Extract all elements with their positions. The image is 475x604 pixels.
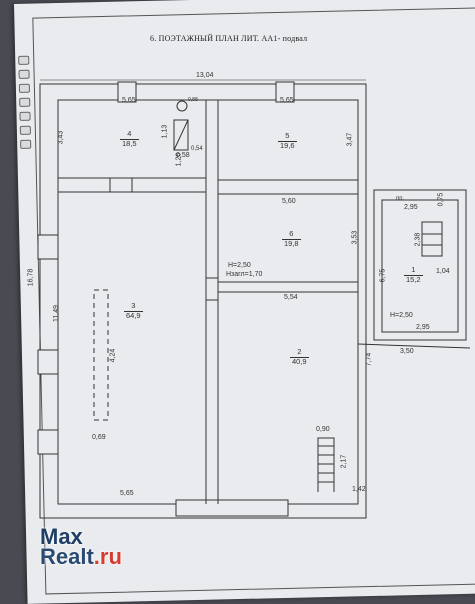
window (275, 81, 295, 103)
stair-line (173, 119, 189, 151)
watermark-realt: Realt (40, 544, 94, 569)
window (37, 234, 59, 260)
dimension-label: 3,50 (400, 348, 414, 355)
room-area: 64,9 (126, 310, 141, 320)
room-number: 3 (124, 301, 143, 312)
dimension-label: 2,38 (414, 232, 422, 247)
dimension-label: 1,42 (352, 486, 366, 493)
dimension-label: 1,26 (175, 152, 183, 167)
dimension-label: 6,75 (379, 268, 387, 283)
window (37, 429, 59, 455)
room-area: 19,8 (284, 238, 299, 248)
dimension-label: 0,90 (316, 426, 330, 433)
window (117, 81, 137, 103)
outer-wall (39, 83, 367, 519)
height-label: H=2,50 (390, 312, 413, 319)
dimension-label: 2,17 (340, 454, 348, 469)
room-label: 2 40,9 (290, 347, 309, 366)
dimension-label: 5,65 (280, 97, 294, 104)
dimension-label: 16,78 (27, 268, 35, 287)
dimension-label: 4,24 (109, 348, 117, 363)
dimension-label: пп. (396, 196, 405, 202)
dimension-label: 5,54 (284, 294, 298, 301)
room-label: 6 19,8 (282, 229, 301, 248)
room-number: 2 (290, 347, 309, 358)
dimension-label: 2,95 (404, 204, 418, 211)
steps (317, 437, 335, 492)
dimension-label: 7,74 (365, 352, 373, 367)
window (37, 349, 59, 375)
room-area: 15,2 (406, 274, 421, 284)
dimension-label: 0,75 (437, 192, 445, 207)
dimension-label: 5,65 (120, 490, 134, 497)
dimension-label: 3,43 (57, 130, 65, 145)
dimension-label: 13,04 (196, 72, 214, 79)
room-label: 1 15,2 (404, 265, 423, 284)
room-area: 40,9 (292, 356, 307, 366)
dashed-column (93, 289, 109, 421)
dimension-label: 11,49 (53, 305, 60, 322)
room-number: 6 (282, 229, 301, 240)
dimension-label: 0,88 (188, 97, 198, 103)
dimension-line (357, 343, 471, 349)
room-number: 5 (278, 131, 297, 142)
dimension-label: 1,04 (436, 268, 450, 275)
annex-inner-wall (381, 199, 459, 333)
room-label: 5 19,6 (278, 131, 297, 150)
watermark-logo: Max Realt.ru (40, 524, 122, 569)
dimension-label: 3,47 (346, 132, 354, 147)
dimension-label: 1,13 (161, 124, 169, 139)
dimension-label: 5,60 (282, 198, 296, 205)
room-label: 3 64,9 (124, 301, 143, 320)
dimension-label: 3,53 (351, 230, 359, 245)
watermark-line-1: Max (40, 524, 83, 549)
plan-title: 6. ПОЭТАЖНЫЙ ПЛАН ЛИТ. АА1- подвал (150, 34, 308, 43)
dimension-label: 0,69 (92, 434, 106, 441)
height-label: H=2,50 (228, 262, 251, 269)
annex-wall (373, 189, 467, 341)
utility-symbol (176, 100, 188, 112)
height-label: Нзагл=1,70 (226, 271, 263, 278)
dimension-label: 0,54 (191, 146, 203, 152)
watermark-line-2: Realt.ru (40, 544, 122, 569)
inner-wall (57, 99, 359, 505)
stair (173, 119, 189, 151)
room-number: 4 (120, 129, 139, 140)
dimension-label: 2,95 (416, 324, 430, 331)
window (175, 499, 289, 517)
room-label: 4 18,5 (120, 129, 139, 148)
dimension-label: 0,58 (176, 152, 190, 159)
dimension-label: 5,65 (122, 97, 136, 104)
annex-stair (421, 221, 443, 257)
watermark-ru: .ru (93, 544, 122, 569)
room-area: 19,6 (280, 140, 295, 150)
room-number: 1 (404, 265, 423, 276)
room-area: 18,5 (122, 138, 137, 148)
